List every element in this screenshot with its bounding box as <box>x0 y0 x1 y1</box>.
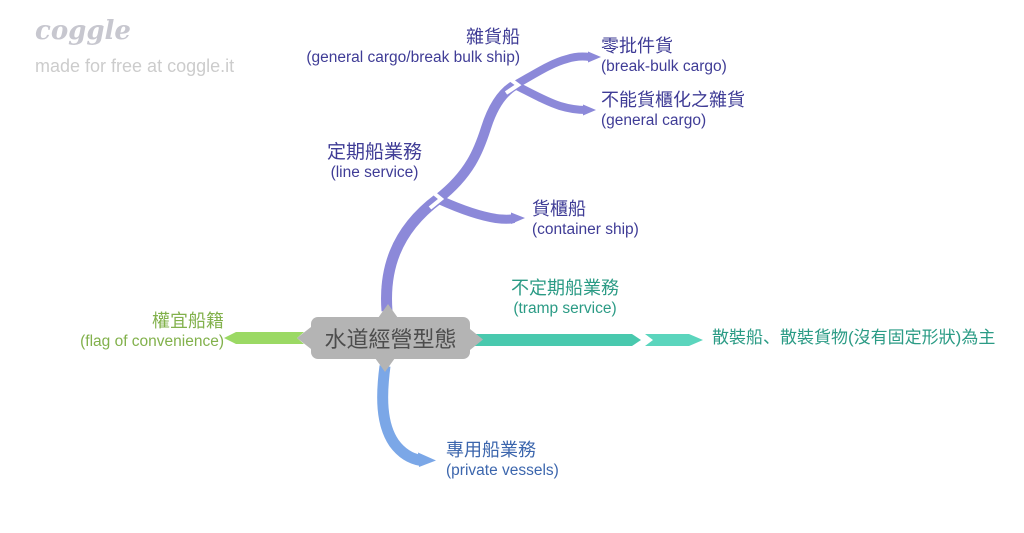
root-tab-top <box>378 304 398 318</box>
branch-non-containerizable-path[interactable] <box>513 81 587 114</box>
node-general-cargo-ship[interactable]: 雜貨船 (general cargo/break bulk ship) <box>306 27 520 68</box>
branch-container-ship-path[interactable] <box>438 195 516 224</box>
branch-container-ship-tip <box>511 212 525 224</box>
node-line-service[interactable]: 定期船業務 (line service) <box>312 141 437 183</box>
node-break-bulk-cargo-sublabel: (break-bulk cargo) <box>601 57 727 75</box>
node-bulk-note[interactable]: 散裝船、散裝貨物(沒有固定形狀)為主 <box>712 328 995 349</box>
node-general-cargo-ship-label: 雜貨船 <box>466 27 520 47</box>
node-container-ship-label: 貨櫃船 <box>532 199 586 219</box>
node-flag-of-convenience-label: 權宜船籍 <box>152 311 224 331</box>
node-private-vessels-label: 專用船業務 <box>446 440 536 460</box>
root-tab-bottom <box>375 358 395 372</box>
node-non-containerizable-cargo[interactable]: 不能貨櫃化之雜貨 (general cargo) <box>601 90 745 131</box>
branch-general-cargo-path[interactable] <box>434 80 518 203</box>
branch-break-bulk-tip <box>588 51 601 63</box>
node-flag-of-convenience[interactable]: 權宜船籍 (flag of convenience) <box>80 311 224 352</box>
node-bulk-note-label: 散裝船、散裝貨物(沒有固定形狀)為主 <box>712 328 996 347</box>
node-private-vessels[interactable]: 專用船業務 (private vessels) <box>446 440 559 481</box>
branch-line-service-path[interactable] <box>381 194 442 312</box>
root-tab-right <box>470 329 483 350</box>
node-flag-of-convenience-sublabel: (flag of convenience) <box>80 332 224 350</box>
root-tab-left <box>297 327 311 349</box>
branch-non-containerizable-tip <box>583 104 596 116</box>
node-line-service-sublabel: (line service) <box>330 164 419 182</box>
node-private-vessels-sublabel: (private vessels) <box>446 461 559 479</box>
node-tramp-service[interactable]: 不定期船業務 (tramp service) <box>495 278 635 319</box>
node-break-bulk-cargo-label: 零批件貨 <box>601 36 673 56</box>
branch-tramp-service-path[interactable] <box>473 334 641 346</box>
node-container-ship[interactable]: 貨櫃船 (container ship) <box>532 199 639 240</box>
junction-chevron-icon <box>504 75 522 95</box>
branch-bulk-note-path[interactable] <box>645 334 703 346</box>
node-container-ship-sublabel: (container ship) <box>532 220 639 238</box>
branch-break-bulk-path[interactable] <box>513 52 591 89</box>
node-break-bulk-cargo[interactable]: 零批件貨 (break-bulk cargo) <box>601 36 727 77</box>
branch-private-vessels-path[interactable] <box>377 365 423 466</box>
coggle-logo[interactable]: coggle <box>35 16 131 46</box>
root-node-label: 水道經營型態 <box>324 327 457 352</box>
root-node[interactable]: 水道經營型態 <box>311 317 470 359</box>
branch-flag-of-convenience-path[interactable] <box>224 332 304 344</box>
node-line-service-label: 定期船業務 <box>326 142 422 163</box>
node-tramp-service-label: 不定期船業務 <box>511 278 619 298</box>
node-non-containerizable-cargo-sublabel: (general cargo) <box>601 111 707 129</box>
node-non-containerizable-cargo-label: 不能貨櫃化之雜貨 <box>601 90 745 110</box>
node-tramp-service-sublabel: (tramp service) <box>513 299 617 317</box>
junction-chevron-icon <box>428 188 445 210</box>
node-general-cargo-ship-sublabel: (general cargo/break bulk ship) <box>306 48 520 66</box>
coggle-tagline-link[interactable]: made for free at coggle.it <box>35 56 235 76</box>
branch-private-vessels-tip <box>418 452 436 467</box>
